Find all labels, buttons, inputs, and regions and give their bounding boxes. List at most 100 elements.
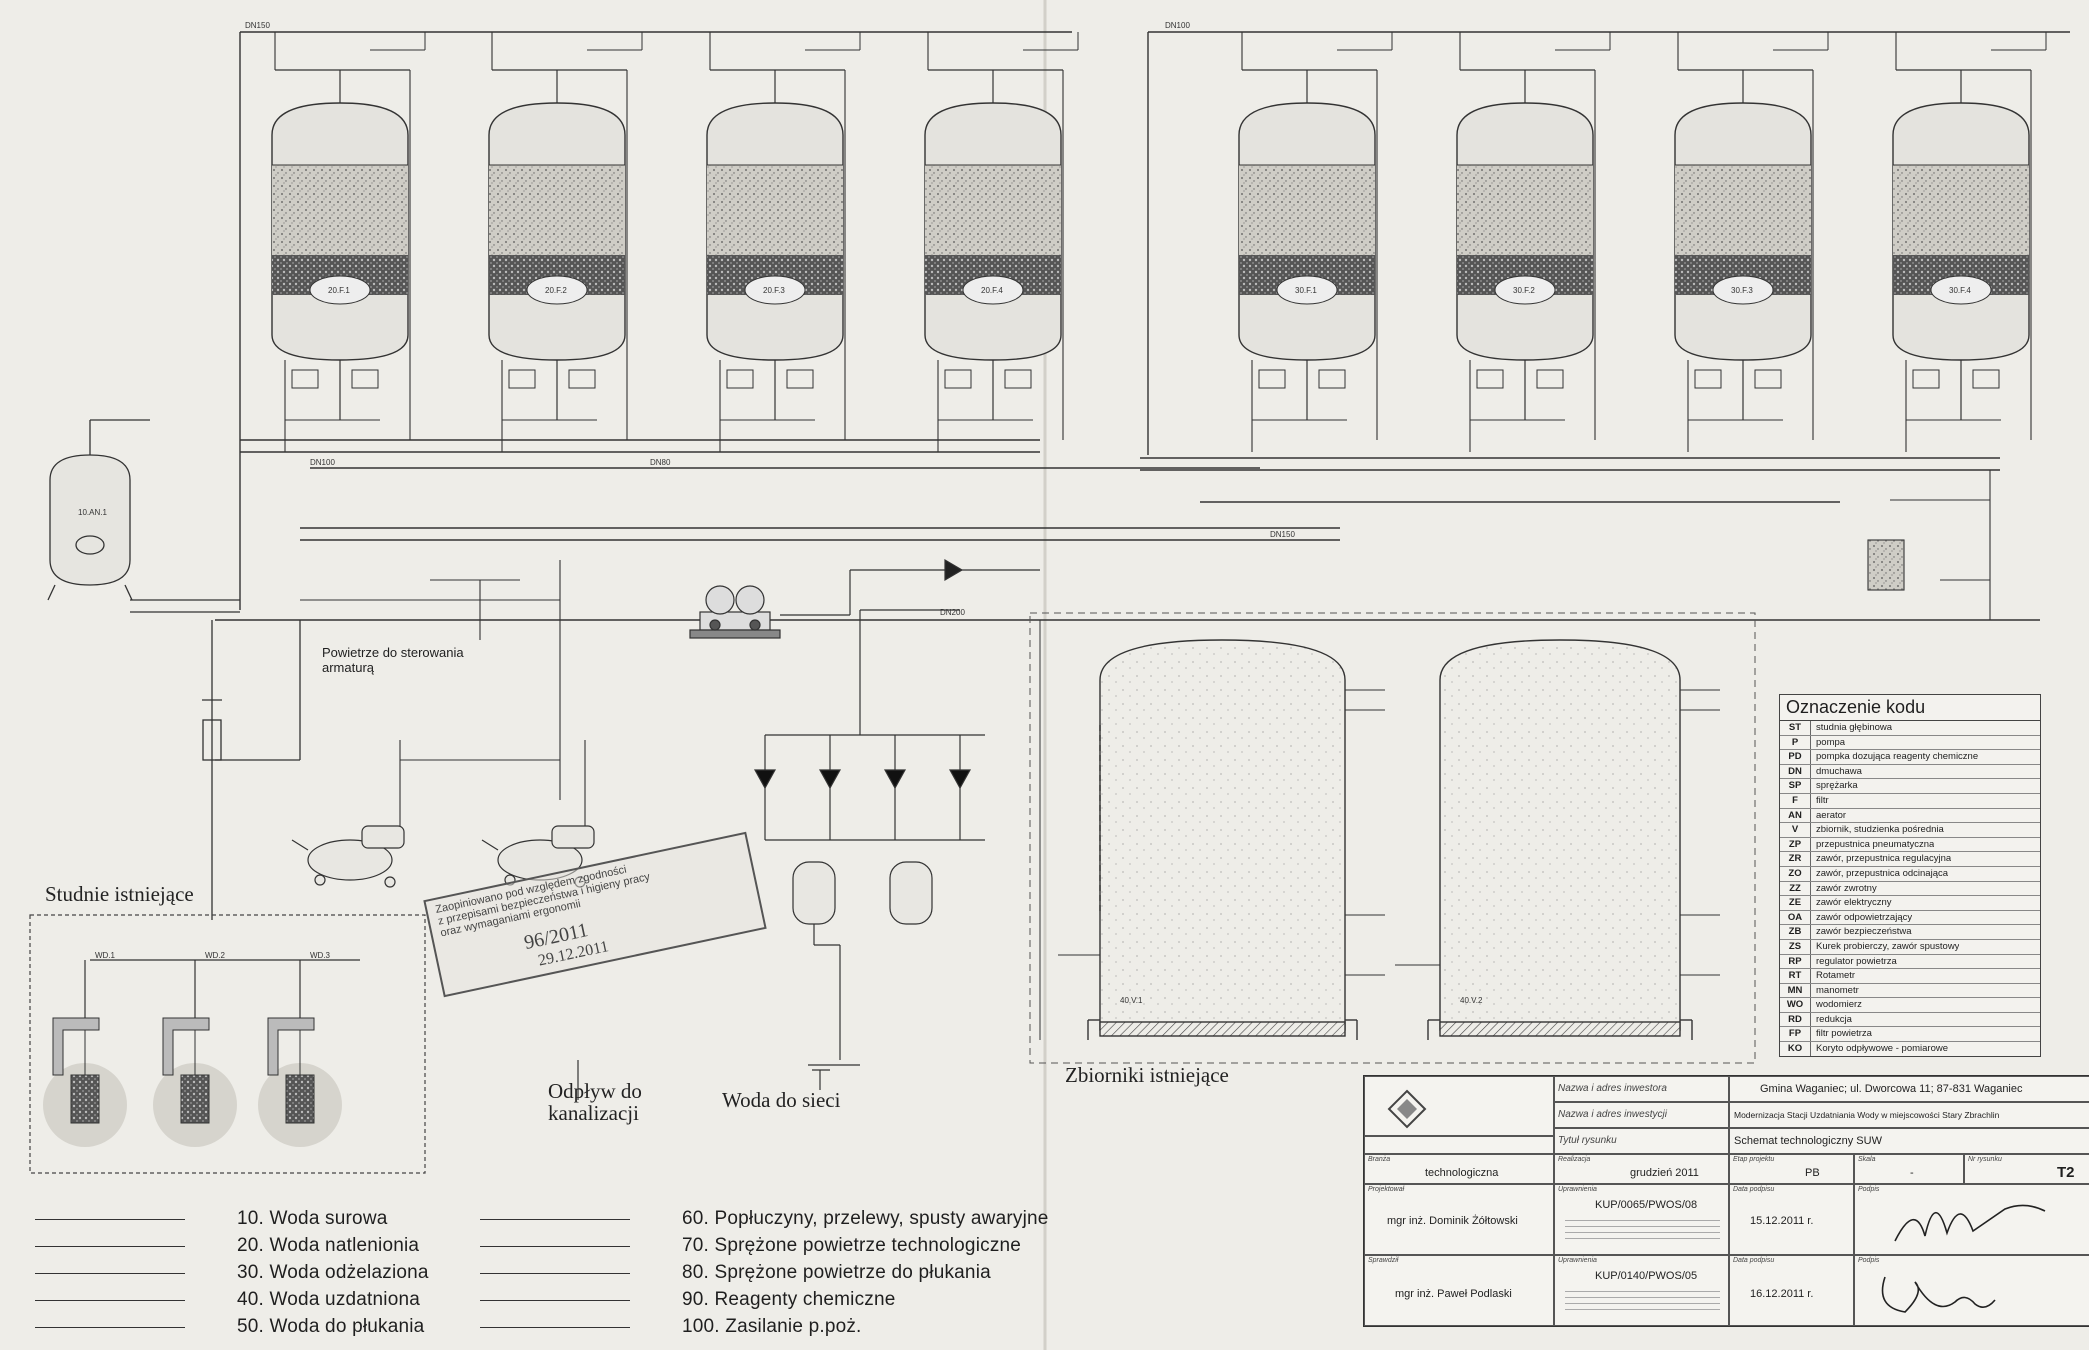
right-side-units (1867, 470, 1991, 620)
code-description: pompa (1816, 736, 1846, 748)
code-description: regulator powietrza (1816, 955, 1897, 967)
filter-id: 20.F.4 (981, 286, 1003, 295)
well-id: WD.1 (95, 951, 116, 960)
deep-well: WD.2 (153, 951, 237, 1147)
dosing-pump-manifold (753, 609, 985, 841)
code-key: ZS (1780, 939, 1811, 954)
designer-label: Projektował (1368, 1186, 1405, 1193)
legend-item: 50. Woda do płukania (237, 1316, 425, 1337)
network-label: Woda do sieci (722, 1088, 841, 1112)
checker-label: Sprawdził (1368, 1257, 1399, 1264)
filter-vessel: 30.F.4 (1892, 32, 2047, 452)
checker-date-label: Data podpisu (1733, 1257, 1775, 1264)
tank-level-sensors (1039, 620, 1720, 1040)
legend-item: 30. Woda odżelaziona (237, 1262, 429, 1283)
designer-date-label: Data podpisu (1733, 1186, 1775, 1193)
code-description: filtr (1816, 794, 1829, 806)
code-key: PD (1780, 750, 1811, 764)
svg-text:DN100: DN100 (310, 458, 335, 467)
date-label: Realizacja (1558, 1156, 1591, 1163)
code-description: redukcja (1816, 1013, 1852, 1025)
code-description: pompka dozująca reagenty chemiczne (1816, 751, 1979, 763)
storage-tank-2: 40.V.2 (1427, 639, 1693, 1040)
filter-vessel: 20.F.1 (271, 32, 426, 452)
code-table-title: Oznaczenie kodu (1780, 695, 2040, 721)
air-control-label: Powietrze do sterowania armaturą (322, 645, 464, 675)
code-key: WO (1780, 998, 1811, 1012)
main-header-pipes (215, 31, 2070, 621)
legend-item: 90. Reagenty chemiczne (682, 1289, 896, 1310)
code-key: F (1780, 793, 1811, 808)
designer-value: mgr inż. Dominik Żółtowski (1387, 1215, 1518, 1227)
branch-value: technologiczna (1425, 1167, 1499, 1179)
stage-label: Etap projektu (1733, 1156, 1775, 1163)
filter-vessel: 30.F.2 (1456, 32, 1611, 452)
code-key: ST (1780, 721, 1811, 735)
designer-signature-icon (1894, 1204, 2046, 1242)
deep-well: WD.3 (258, 951, 342, 1147)
code-description: zbiornik, studzienka pośrednia (1816, 824, 1944, 836)
deep-well: WD.1 (43, 951, 127, 1147)
code-description: zawór odpowietrzający (1816, 911, 1913, 923)
code-description: Koryto odpływowe - pomiarowe (1816, 1043, 1949, 1055)
investment-value: Modernizacja Stacji Uzdatniania Wody w m… (1734, 1110, 2000, 1120)
checker-value: mgr inż. Paweł Podlaski (1395, 1288, 1512, 1300)
code-key: KO (1780, 1042, 1811, 1056)
checker-date: 16.12.2011 r. (1750, 1288, 1814, 1300)
scale-value: - (1910, 1167, 1914, 1179)
filter-vessel: 20.F.2 (488, 32, 643, 452)
checker-perm-label: Uprawnienia (1558, 1257, 1597, 1264)
code-key: AN (1780, 808, 1811, 823)
designer-permission: KUP/0065/PWOS/08 (1595, 1199, 1698, 1211)
wells-label: Studnie istniejące (45, 882, 194, 906)
filter-vessel: 20.F.4 (924, 32, 1079, 452)
date-value: grudzień 2011 (1630, 1167, 1699, 1179)
code-key: SP (1780, 779, 1811, 793)
filter-id: 20.F.1 (328, 286, 350, 295)
legend-item: 70. Sprężone powietrze technologiczne (682, 1235, 1022, 1256)
filter-vessel: 30.F.1 (1238, 32, 1393, 452)
filter-id: 30.F.4 (1949, 286, 1971, 295)
code-key: DN (1780, 764, 1811, 779)
drawing-no-label: Nr rysunku (1968, 1156, 2002, 1163)
code-key: P (1780, 735, 1811, 750)
svg-text:DN100: DN100 (1165, 21, 1190, 30)
scale-label: Skala (1858, 1156, 1876, 1163)
raw-water-riser (202, 620, 301, 920)
filter-id: 20.F.3 (763, 286, 785, 295)
existing-tanks-label: Zbiorniki istniejące (1065, 1063, 1229, 1087)
code-description: przepustnica pneumatyczna (1816, 838, 1935, 850)
drawing-no-value: T2 (2057, 1164, 2075, 1181)
filter-id: 30.F.2 (1513, 286, 1535, 295)
investor-value: Gmina Waganiec; ul. Dworcowa 11; 87-831 … (1760, 1083, 2023, 1095)
existing-tanks-boundary (1029, 612, 1756, 1064)
code-key: ZZ (1780, 881, 1811, 896)
legend-item: 40. Woda uzdatniona (237, 1289, 421, 1310)
investment-label: Nazwa i adres inwestycji (1558, 1109, 1667, 1120)
blower-unit (689, 558, 1040, 639)
designer-sign-label: Podpis (1858, 1186, 1880, 1193)
code-key: RT (1780, 969, 1811, 983)
filter-vessel: 30.F.3 (1674, 32, 1829, 452)
svg-text:40.V.2: 40.V.2 (1460, 996, 1483, 1005)
pipe-tags: DN150 DN100 DN80 DN200 DN150 DN100 (245, 21, 1295, 617)
code-description: zawór bezpieczeństwa (1816, 926, 1912, 938)
